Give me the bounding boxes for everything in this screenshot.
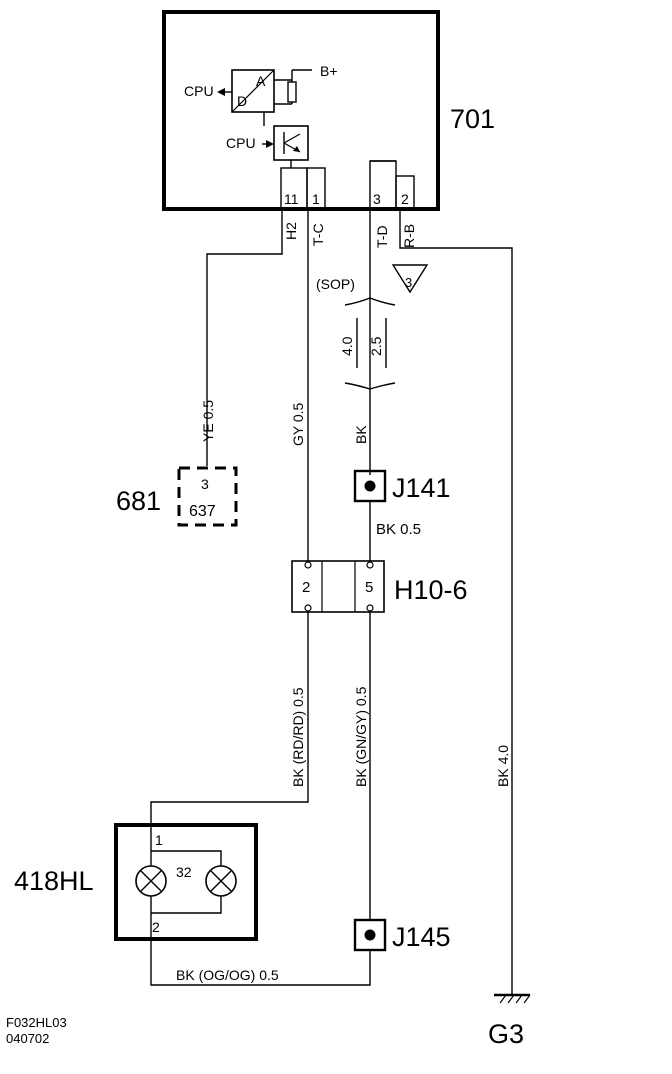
module-701-pin-block: 11 1 3 2 [280,160,415,210]
wire-bk-label: BK [353,425,369,444]
wire-bk-rdrd-label: BK (RD/RD) 0.5 [290,687,306,787]
cpu-label-bottom: CPU [226,135,256,151]
bulb-icon [205,865,237,897]
transistor-switch [263,112,309,161]
connector-h10-6-pin-b: 5 [365,579,373,596]
module-701-housing [162,10,440,211]
sop-option: (SOP) 3 4.0 2.5 [316,264,429,390]
wire-ye [206,209,283,466]
connector-681-ref: 637 [189,503,216,520]
connector-h10-6-outline [291,560,385,613]
lamp-418hl-label: 418HL [14,866,94,896]
splice-j145-box [353,918,387,952]
drawing-footer: F032HL03 040702 [6,1015,67,1047]
splice-j145-label: J145 [392,922,451,952]
drawing-code: F032HL03 [6,1015,67,1030]
connector-681: 3 637 681 [116,466,238,527]
wire-bk-gngy-label: BK (GN/GY) 0.5 [353,686,369,787]
lamp-bulb-number: 32 [176,864,192,880]
sop-note-number: 3 [405,275,412,290]
wire-gy-label: GY 0.5 [290,402,306,446]
connector-681-outline [177,466,238,527]
signal-t-d: T-D [374,225,390,248]
sop-label: (SOP) [316,276,355,292]
splice-dot-icon [364,929,376,941]
pin-2-cell [395,175,415,210]
connector-681-label: 681 [116,486,161,516]
pin-1-cell [306,167,326,210]
lamp-pin-1: 1 [155,832,163,848]
adc-a-label: A [256,73,266,89]
module-701-label: 701 [450,104,495,134]
splice-dot-icon [364,480,376,492]
warning-triangle-icon [391,264,429,294]
connector-h10-6-label: H10-6 [394,575,468,605]
splice-j141: J141 [353,469,451,503]
sop-brace-bottom [344,382,396,390]
signal-t-c: T-C [310,223,326,246]
sop-size-a: 4.0 [339,336,355,356]
signal-r-b: R-B [401,224,417,248]
sop-size-b: 2.5 [368,336,384,356]
wire-bk-ogog-label: BK (OG/OG) 0.5 [176,967,279,983]
connector-681-pin: 3 [201,476,209,492]
splice-j145: J145 [353,918,451,952]
bulb-icon [135,865,167,897]
resistor-icon [287,81,297,103]
connector-h10-6-pin-a: 2 [302,579,310,596]
transistor-emitter-icon [293,146,300,152]
wire-bk-40 [399,209,513,995]
drawing-date: 040702 [6,1031,50,1046]
wire-bk-40-label: BK 4.0 [495,745,511,787]
module-701: 701 A D CPU B+ [162,10,495,211]
lamp-418hl: 418HL 1 2 32 [14,823,258,941]
ad-converter: A D [231,69,275,113]
splice-j141-label: J141 [392,473,451,503]
ground-g3-label: G3 [488,1019,524,1049]
signal-h2: H2 [283,222,299,240]
lamp-418hl-housing [114,823,258,941]
wire-bk-rdrd [150,612,309,825]
wire-ye-label: YE 0.5 [200,400,216,442]
cpu-label-top: CPU [184,83,214,99]
wire-bk-05-label: BK 0.5 [376,521,421,538]
connector-h10-6: 2 5 H10-6 [291,560,468,613]
pullup-resistor [274,69,312,105]
pin-1-label: 1 [312,191,320,207]
pin-2-label: 2 [401,191,409,207]
pin-3-label: 3 [373,191,381,207]
lamp-pin-2: 2 [152,919,160,935]
wire-bk-ogog [150,939,371,986]
pin-11-label: 11 [284,191,299,207]
adc-d-label: D [237,93,247,109]
arrow-left-icon [217,88,225,96]
ground-g3: G3 [488,993,531,1049]
sop-brace-top [344,297,396,306]
arrow-right-icon [266,140,274,148]
b-plus-label: B+ [320,63,338,79]
